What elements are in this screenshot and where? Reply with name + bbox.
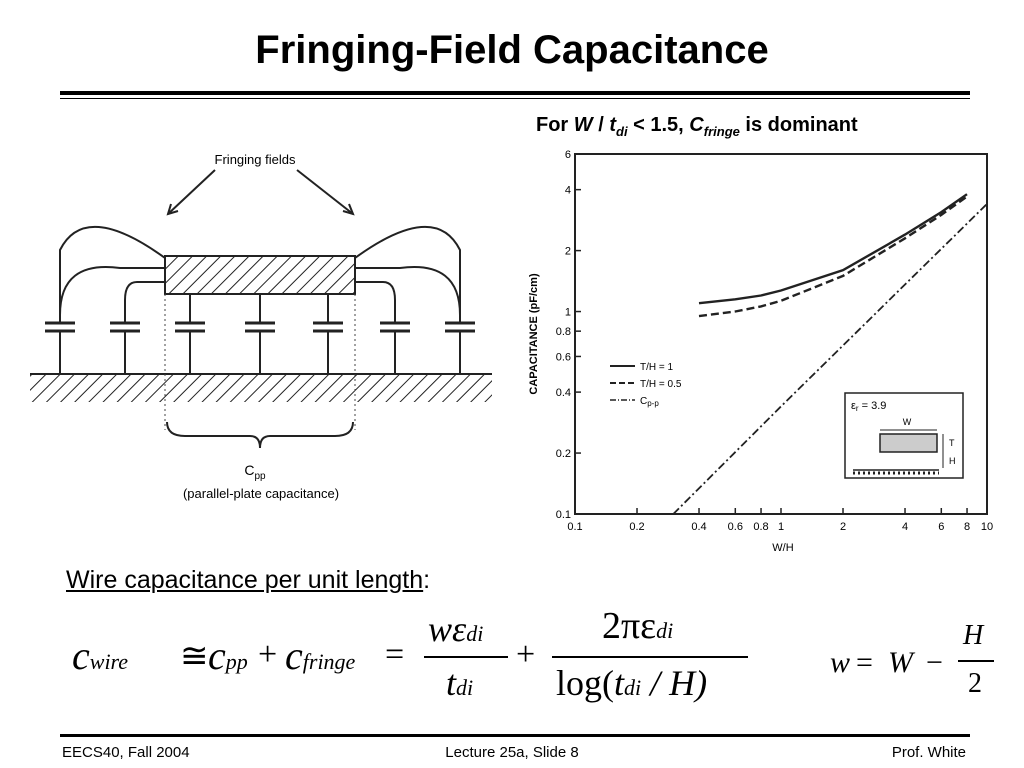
wire-conductor [164,255,356,295]
y-tick-label: 0.2 [556,448,571,460]
y-tick-label: 1 [565,307,571,319]
legend-label-1: T/H = 1 [640,362,674,373]
inset-er-label: εr = 3.9 [851,400,886,413]
chart-note: For W / tdi < 1.5, Cfringe is dominant [536,114,858,139]
y-tick-label: 0.8 [556,326,571,338]
x-axis-ticks: 0.1 0.2 0.4 0.6 0.8 1 2 4 6 8 10 [567,508,993,533]
legend-label-3: Cp-p [640,396,659,408]
formula-approx: ≅ [180,638,209,675]
footer-course: EECS40, Fall 2004 [62,744,190,761]
inset-h-label: H [949,456,956,466]
inset-w-label: W [903,417,912,427]
y-tick-label: 0.1 [556,509,571,521]
x-axis-label: W/H [772,542,793,554]
x-tick-label: 6 [938,521,944,533]
cpp-brace [166,421,354,449]
title-rule-thick [60,91,970,95]
footer-slide-number: Lecture 25a, Slide 8 [445,744,579,761]
y-axis-label: CAPACITANCE (pF/cm) [528,273,540,395]
y-tick-label: 2 [565,246,571,258]
side-w: w [830,646,851,679]
frac2-numerator: 2πεdi [602,605,674,647]
formula-plus-1: + [258,636,278,673]
cpp-label: Cpp [244,462,266,482]
cpp-caption: (parallel-plate capacitance) [183,486,339,501]
x-tick-label: 0.2 [629,521,644,533]
formula-c-fringe: cfringe [285,633,356,678]
side-denominator: 2 [968,668,982,699]
frac1-denominator: tdi [446,663,474,703]
side-frac-bar [958,660,994,662]
x-tick-label: 4 [902,521,908,533]
formula-plus-2: + [516,636,536,673]
fringing-fields-label: Fringing fields [215,152,296,167]
fringe-arrows [166,169,355,216]
fringe-field-lines [59,226,461,316]
slide-title: Fringing-Field Capacitance [255,28,769,72]
ground-plane [30,374,492,402]
series-line-3 [672,203,988,515]
x-tick-label: 0.1 [567,521,582,533]
series-line-1 [698,193,968,305]
side-equals: = [856,646,873,679]
formula-c-wire: cwire [72,633,129,678]
inset-t-label: T [949,438,955,448]
footer-rule [60,734,970,737]
geometry-inset: εr = 3.9 W T H [844,392,964,479]
series-lines [672,193,988,515]
x-tick-label: 0.8 [753,521,768,533]
formula-heading: Wire capacitance per unit length: [66,566,431,594]
frac1-bar [424,656,508,658]
side-W: W [888,646,913,679]
capacitance-chart: 0.1 0.2 0.4 0.6 0.8 1 2 4 6 8 10 0.1 0.2 0.4 0.6 0.8 1 2… [528,149,993,554]
fringing-field-diagram: Fringing fields Cpp (parallel-plate capa… [30,152,492,501]
frac1-numerator: wεdi [428,609,484,649]
x-tick-label: 2 [840,521,846,533]
y-tick-label: 0.6 [556,351,571,363]
y-tick-label: 6 [565,149,571,161]
capacitor-symbols [45,294,475,374]
x-tick-label: 1 [778,521,784,533]
frac2-bar [552,656,748,658]
x-tick-label: 0.6 [728,521,743,533]
title-rule-thin [60,98,970,99]
footer-author: Prof. White [891,744,966,761]
y-tick-label: 0.4 [556,387,571,399]
frac2-denominator: log(tdi / H) [556,663,708,703]
side-numerator: H [963,620,984,651]
y-tick-label: 4 [565,185,571,197]
x-tick-label: 8 [964,521,970,533]
chart-legend: T/H = 1 T/H = 0.5 Cp-p [610,362,682,408]
legend-label-2: T/H = 0.5 [640,379,682,390]
inset-wire [879,433,938,453]
x-tick-label: 0.4 [691,521,706,533]
series-line-2 [698,195,968,318]
formula-equals: = [385,636,405,673]
y-axis-ticks: 0.1 0.2 0.4 0.6 0.8 1 2 4 6 [556,149,581,521]
formula-c-pp: cpp [208,633,248,678]
x-tick-label: 10 [981,521,993,533]
side-minus: − [926,646,943,679]
